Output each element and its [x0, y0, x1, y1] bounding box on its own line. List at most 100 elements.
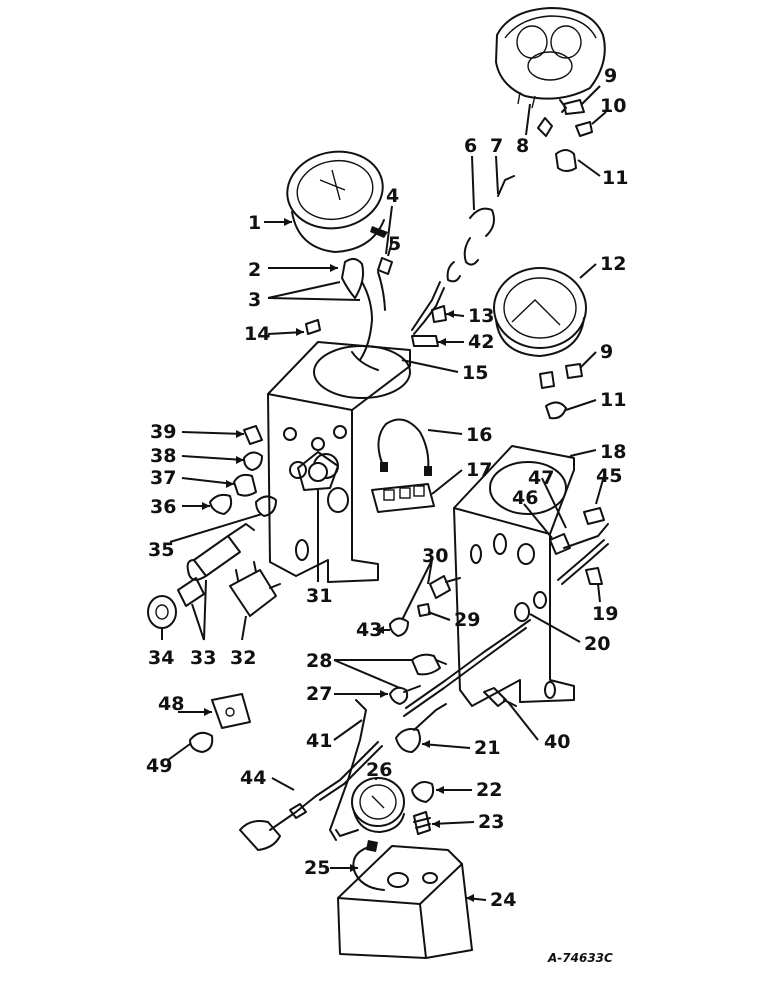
callout-4: 4 [386, 185, 399, 207]
callout-26: 26 [366, 759, 392, 781]
callout-3: 3 [248, 289, 261, 311]
callout-8: 8 [516, 135, 529, 157]
callout-labels: 1 2 3 4 5 6 7 8 9 10 11 12 13 14 15 16 1… [146, 65, 628, 911]
callout-45: 45 [596, 465, 622, 487]
callout-17: 17 [466, 459, 492, 481]
bracket-part-42 [411, 335, 439, 347]
leader-lines [161, 85, 607, 901]
callout-11a: 11 [602, 167, 628, 189]
switch-part-30 [429, 575, 461, 599]
callout-32: 32 [230, 647, 256, 669]
bulb-part-11-right [539, 371, 567, 420]
clip-part-14 [305, 319, 321, 335]
callout-20: 20 [584, 633, 610, 655]
callout-37: 37 [150, 467, 176, 489]
bulb-socket-part-5 [377, 257, 393, 275]
bulb-part-37 [233, 473, 257, 497]
callout-47: 47 [528, 467, 554, 489]
knob-part-34 [147, 595, 177, 629]
callout-49: 49 [146, 755, 172, 777]
clip-part-13 [431, 305, 447, 323]
callout-36: 36 [150, 496, 176, 518]
callout-12: 12 [600, 253, 626, 275]
callout-25: 25 [304, 857, 330, 879]
throttle-part-44 [239, 741, 383, 851]
drawing-reference-number: A-74633C [547, 951, 613, 965]
terminal-block-part-17 [371, 483, 435, 513]
bulb-part-23 [413, 811, 431, 835]
switch-part-28 [411, 653, 447, 676]
switch-part-31 [297, 451, 339, 491]
cable-part-6 [411, 175, 515, 335]
arrowheads [202, 218, 474, 902]
wire-part-16 [377, 418, 432, 476]
callout-44: 44 [240, 767, 266, 789]
callout-29: 29 [454, 609, 480, 631]
callout-34: 34 [148, 647, 174, 669]
callout-30: 30 [422, 545, 448, 567]
plate-part-48 [211, 693, 251, 729]
choke-part-21 [395, 703, 447, 753]
callout-46: 46 [512, 487, 538, 509]
clip-part-9-top [563, 99, 585, 115]
callout-31: 31 [306, 585, 332, 607]
callout-7: 7 [490, 135, 503, 157]
callout-16: 16 [466, 424, 492, 446]
lever-part-27 [389, 685, 421, 705]
callout-14: 14 [244, 323, 270, 345]
callout-48: 48 [158, 693, 184, 715]
callout-39: 39 [150, 421, 176, 443]
callout-13: 13 [468, 305, 494, 327]
cable-part-41 [329, 619, 531, 841]
callout-18: 18 [600, 441, 626, 463]
clip-part-9-right [565, 363, 583, 379]
lens-part-36 [209, 493, 233, 515]
harness-part-3 [341, 258, 386, 371]
switch-part-32 [229, 561, 281, 617]
callout-21: 21 [474, 737, 500, 759]
washer-part-35 [255, 495, 277, 517]
callout-2: 2 [248, 259, 261, 281]
callout-15: 15 [462, 362, 488, 384]
gauge-part-26 [335, 777, 405, 837]
callout-23: 23 [478, 811, 504, 833]
callout-11b: 11 [600, 389, 626, 411]
switch-part-33 [177, 523, 255, 607]
clip-part-10 [575, 121, 593, 137]
callout-27: 27 [306, 683, 332, 705]
screw-part-39 [243, 425, 263, 445]
wire-part-47 [557, 523, 609, 585]
nut-part-49 [189, 731, 214, 753]
gauge-cluster-part-8 [495, 7, 606, 137]
plug-part-45 [583, 507, 605, 525]
callout-19: 19 [592, 603, 618, 625]
callout-28: 28 [306, 650, 332, 672]
switch-part-46 [549, 533, 571, 555]
callout-35: 35 [148, 539, 174, 561]
nut-part-29 [417, 603, 431, 617]
nut-part-43 [389, 617, 409, 637]
washer-part-38 [243, 451, 263, 471]
bulb-part-11-top [555, 149, 577, 172]
callout-6: 6 [464, 135, 477, 157]
callout-22: 22 [476, 779, 502, 801]
wire-part-25 [352, 840, 385, 891]
callout-38: 38 [150, 445, 176, 467]
gauge-part-12 [493, 267, 587, 357]
callout-9b: 9 [600, 341, 613, 363]
callout-24: 24 [490, 889, 516, 911]
callout-41: 41 [306, 730, 332, 752]
gauge-part-1 [286, 150, 388, 253]
clip-part-19 [585, 567, 603, 585]
panel-bracket-part-18 [453, 445, 575, 707]
callout-40: 40 [544, 731, 570, 753]
callout-1: 1 [248, 212, 261, 234]
callout-5: 5 [388, 233, 401, 255]
panel-bracket-part-15 [267, 341, 411, 583]
callout-33: 33 [190, 647, 216, 669]
callout-42: 42 [468, 331, 494, 353]
callout-43: 43 [356, 619, 382, 641]
housing-part-24 [337, 845, 473, 959]
callout-10: 10 [600, 95, 626, 117]
